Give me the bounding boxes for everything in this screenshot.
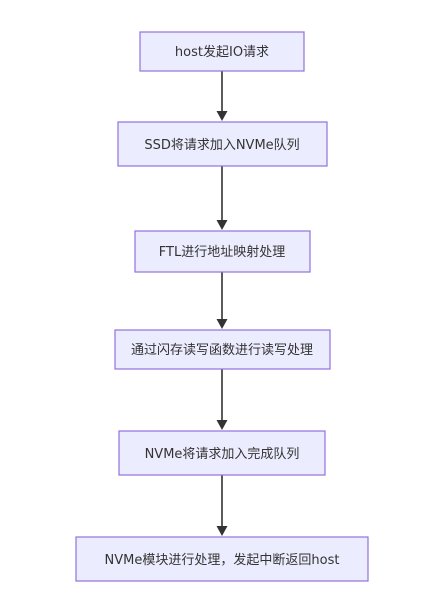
node-label: 通过闪存读写函数进行读写处理	[131, 343, 313, 358]
edge-n5-n6	[216, 475, 228, 536]
node-label: SSD将请求加入NVMe队列	[144, 138, 299, 153]
edge-n2-n3	[216, 166, 228, 230]
flowchart-edges	[216, 71, 228, 536]
node-label: FTL进行地址映射处理	[159, 244, 285, 260]
node-label: host发起IO请求	[175, 44, 269, 60]
edge-n3-n4	[216, 272, 228, 329]
flowchart-node-n2: SSD将请求加入NVMe队列	[117, 121, 328, 167]
node-label: NVMe将请求加入完成队列	[145, 447, 300, 462]
flowchart-node-n6: NVMe模块进行处理，发起中断返回host	[75, 536, 369, 582]
flowchart-node-n4: 通过闪存读写函数进行读写处理	[114, 329, 331, 370]
flowchart-node-n5: NVMe将请求加入完成队列	[118, 430, 326, 476]
edge-n4-n5	[216, 369, 228, 430]
edge-n1-n2	[216, 71, 228, 121]
node-label: NVMe模块进行处理，发起中断返回host	[105, 552, 340, 568]
flowchart-node-n3: FTL进行地址映射处理	[134, 230, 311, 273]
flowchart-node-n1: host发起IO请求	[139, 31, 305, 72]
